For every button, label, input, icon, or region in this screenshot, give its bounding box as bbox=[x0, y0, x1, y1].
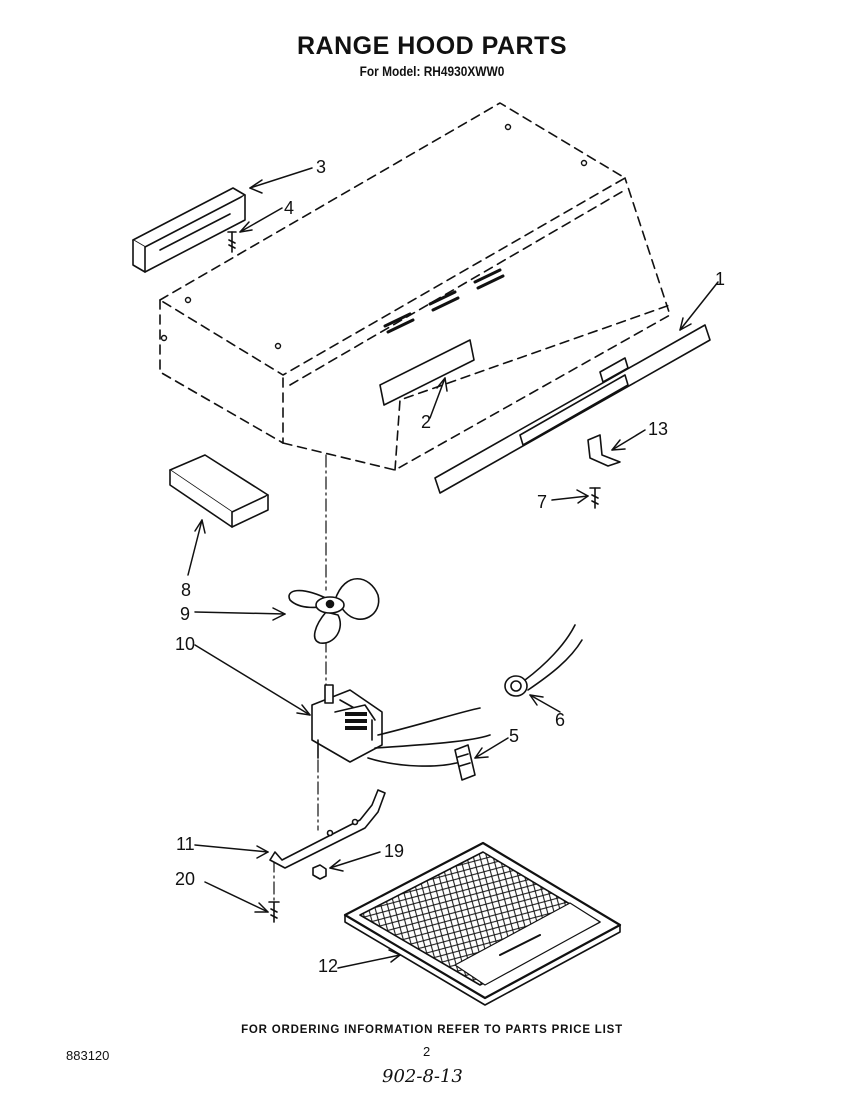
part-20-screw bbox=[268, 901, 280, 923]
part-3-damper bbox=[132, 187, 246, 273]
page-title: RANGE HOOD PARTS bbox=[296, 32, 568, 60]
callout-20: 20 bbox=[175, 869, 195, 889]
handwritten-note: 902-8-13 bbox=[382, 1066, 463, 1087]
housing-screw-holes bbox=[160, 123, 588, 350]
part-11-bracket bbox=[269, 789, 386, 869]
callout-8: 8 bbox=[181, 580, 191, 600]
part-9-fan-blade bbox=[288, 578, 380, 644]
part-7-screw bbox=[589, 487, 601, 509]
part-4-screw bbox=[227, 231, 237, 253]
part-13-bracket bbox=[587, 434, 621, 467]
model-subtitle: For Model: RH4930XWW0 bbox=[359, 63, 505, 79]
leader-lines bbox=[187, 167, 719, 969]
ordering-note: FOR ORDERING INFORMATION REFER TO PARTS … bbox=[241, 1024, 623, 1036]
callout-4: 4 bbox=[284, 198, 294, 218]
part-10-motor bbox=[311, 684, 491, 767]
callout-7: 7 bbox=[537, 492, 547, 512]
document-code: 883120 bbox=[66, 1048, 110, 1063]
part-5-clip bbox=[454, 744, 476, 781]
callout-2: 2 bbox=[421, 412, 431, 432]
hood-housing bbox=[159, 102, 671, 471]
part-8-box bbox=[169, 454, 269, 528]
callout-5: 5 bbox=[509, 726, 519, 746]
callout-12: 12 bbox=[318, 956, 338, 976]
callout-9: 9 bbox=[180, 604, 190, 624]
part-1-control-panel bbox=[434, 324, 711, 494]
callout-11: 11 bbox=[176, 834, 195, 854]
page-number: 2 bbox=[423, 1044, 431, 1059]
callout-3: 3 bbox=[316, 157, 326, 177]
callout-13: 13 bbox=[648, 419, 668, 439]
part-6-connector bbox=[504, 624, 583, 697]
callout-1: 1 bbox=[715, 269, 725, 289]
assembly-axis-line bbox=[273, 454, 327, 901]
part-2-lens bbox=[379, 339, 475, 406]
callout-10: 10 bbox=[175, 634, 195, 654]
callout-6: 6 bbox=[555, 710, 565, 730]
part-12-grease-filter bbox=[343, 841, 622, 1006]
callout-19: 19 bbox=[384, 841, 404, 861]
vent-slots bbox=[383, 268, 505, 334]
part-19-nut bbox=[312, 864, 327, 880]
